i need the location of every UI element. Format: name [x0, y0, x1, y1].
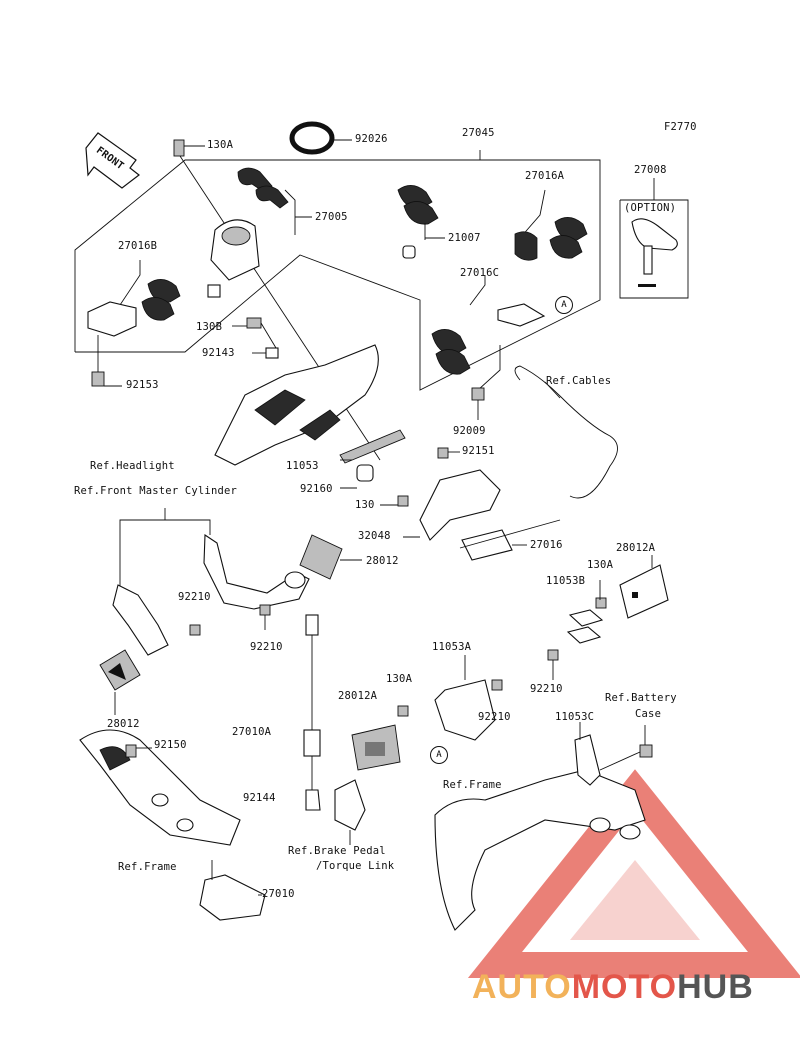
key-icon [237, 167, 289, 209]
label-11053c: 11053C [555, 711, 595, 723]
label-92150: 92150 [154, 739, 187, 751]
label-ref-brake-pedal: Ref.Brake Pedal [288, 845, 386, 857]
label-27016: 27016 [530, 539, 563, 551]
label-ref-front-master-cylinder: Ref.Front Master Cylinder [74, 485, 238, 497]
label-92210-left: 92210 [178, 591, 211, 603]
label-21007: 21007 [448, 232, 481, 244]
label-27045: 27045 [462, 127, 495, 139]
label-130b: 130B [196, 321, 223, 333]
label-11053: 11053 [286, 460, 319, 472]
label-130a-center: 130A [386, 673, 413, 685]
label-32048: 32048 [358, 530, 391, 542]
label-130-mid: 130 [355, 499, 375, 511]
warning-sticker-icon [99, 649, 141, 691]
option-label: (OPTION) [624, 202, 677, 214]
label-ref-battery-case: Case [635, 708, 662, 720]
label-ref-cables: Ref.Cables [546, 375, 612, 387]
label-92160: 92160 [300, 483, 333, 495]
label-11053b: 11053B [546, 575, 586, 587]
ignition-switch-icon [207, 219, 260, 298]
upper-bracket-icon [214, 344, 406, 466]
label-11053a: 11053A [432, 641, 472, 653]
label-28012a-right: 28012A [616, 542, 656, 554]
label-28012-mid: 28012 [366, 555, 399, 567]
label-27005: 27005 [315, 211, 348, 223]
label-92153: 92153 [126, 379, 159, 391]
label-ref-frame-right: Ref.Frame [443, 779, 502, 791]
label-ref-frame-left: Ref.Frame [118, 861, 177, 873]
label-130a-right: 130A [587, 559, 614, 571]
label-92144: 92144 [243, 792, 276, 804]
label-92210-right: 92210 [530, 683, 563, 695]
label-130a-top: 130A [207, 139, 234, 151]
label-27016a: 27016A [525, 170, 565, 182]
label-27008: 27008 [634, 164, 667, 176]
label-92210-mid: 92210 [250, 641, 283, 653]
watermark-triangle [467, 769, 800, 978]
callout-a-top: A [555, 296, 573, 314]
option-key-icon [631, 218, 678, 287]
label-92009: 92009 [453, 425, 486, 437]
label-ref-battery: Ref.Battery [605, 692, 677, 704]
front-arrow-icon [85, 132, 140, 189]
label-28012-left: 28012 [107, 718, 140, 730]
label-27010a: 27010A [232, 726, 272, 738]
left-frame-icon [79, 729, 241, 846]
right-frame-icon [434, 769, 646, 931]
label-ref-headlight: Ref.Headlight [90, 460, 175, 472]
label-27010: 27010 [262, 888, 295, 900]
sensor-bracket-icon [112, 533, 343, 656]
label-27016c: 27016C [460, 267, 500, 279]
watermark-logo: AUTOMOTOHUB [472, 968, 754, 1006]
callout-a-bottom: A [430, 746, 448, 764]
label-torque-link: /Torque Link [316, 860, 395, 872]
label-92026: 92026 [355, 133, 388, 145]
label-92151: 92151 [462, 445, 495, 457]
label-28012a-center: 28012A [338, 690, 378, 702]
label-92143: 92143 [202, 347, 235, 359]
label-27016b: 27016B [118, 240, 158, 252]
figure-code: F2770 [664, 121, 697, 133]
label-92210-center: 92210 [478, 711, 511, 723]
